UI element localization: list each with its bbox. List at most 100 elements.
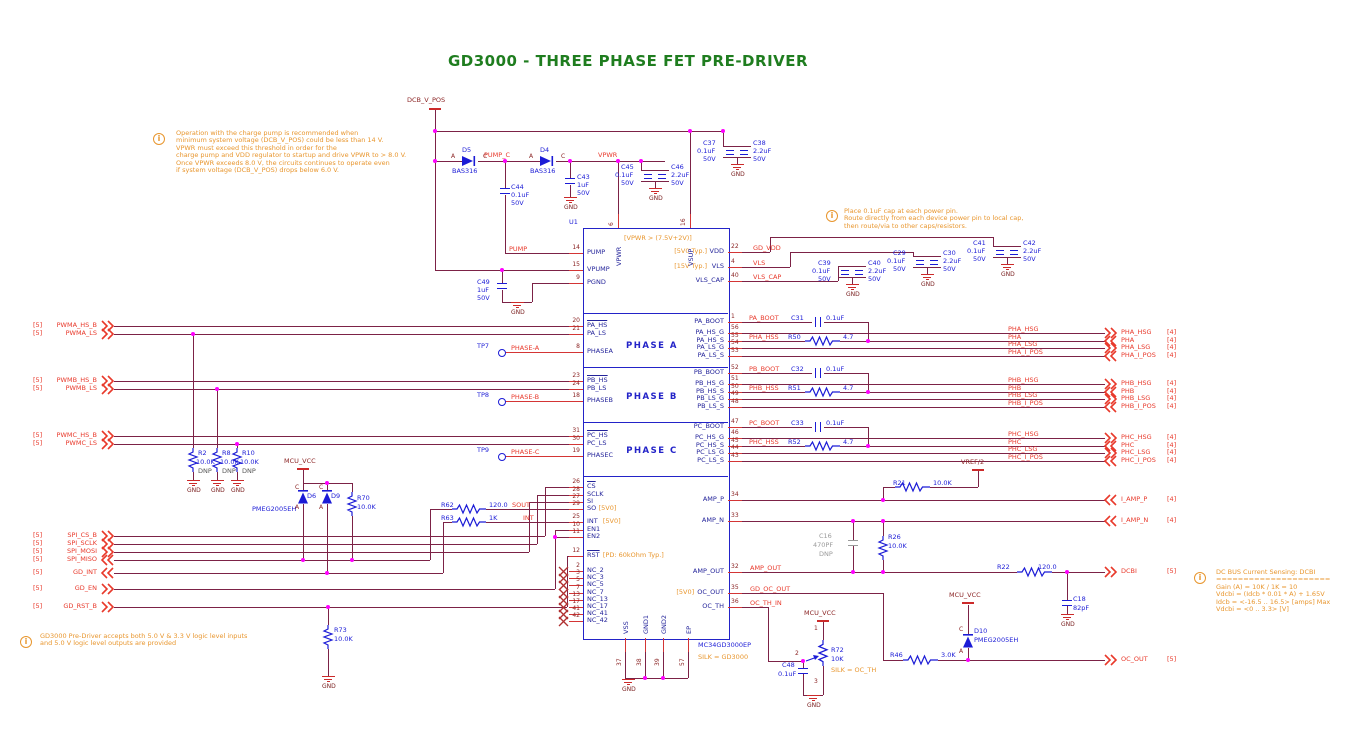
testpoint[interactable] — [498, 398, 506, 406]
ic-pin[interactable] — [569, 529, 583, 531]
port-phb_hsg[interactable]: PHB_HSG — [1121, 379, 1152, 387]
ic-pin[interactable] — [662, 638, 664, 652]
capacitor[interactable] — [996, 250, 1004, 252]
capacitor[interactable] — [497, 283, 507, 285]
testpoint[interactable] — [498, 349, 506, 357]
ic-pin[interactable] — [728, 445, 742, 447]
ic-pin[interactable] — [728, 280, 742, 282]
ic-pin[interactable] — [728, 426, 742, 428]
port-pha[interactable]: PHA — [1121, 336, 1135, 344]
capacitor[interactable] — [815, 317, 817, 327]
ic-pin[interactable] — [728, 406, 742, 408]
ic-pin[interactable] — [569, 486, 583, 488]
chevron-right-icon[interactable] — [101, 375, 115, 387]
capacitor[interactable] — [500, 188, 510, 190]
ic-pin[interactable] — [569, 577, 583, 579]
ic-pin[interactable] — [569, 325, 583, 327]
port-spi_miso[interactable]: SPI_MISO — [67, 555, 97, 563]
ic-pin[interactable] — [728, 398, 742, 400]
chevron-right-icon[interactable] — [101, 583, 115, 595]
ic-pin[interactable] — [728, 355, 742, 357]
capacitor[interactable] — [1062, 600, 1072, 602]
ic-pin[interactable] — [644, 638, 646, 652]
capacitor-pair[interactable] — [913, 256, 941, 257]
port-pha_hsg[interactable]: PHA_HSG — [1121, 328, 1152, 336]
chevron-left-icon[interactable] — [1103, 440, 1117, 452]
ic-pin[interactable] — [569, 592, 583, 594]
capacitor[interactable] — [740, 153, 748, 155]
resistor[interactable] — [187, 448, 199, 472]
ic-pin[interactable] — [569, 388, 583, 390]
ic-pin[interactable] — [569, 400, 583, 402]
ic-pin[interactable] — [728, 321, 742, 323]
ic-pin[interactable] — [728, 391, 742, 393]
chevron-right-icon[interactable] — [1104, 327, 1118, 339]
port-pwma_ls[interactable]: PWMA_LS — [65, 329, 97, 337]
diode-icon[interactable] — [962, 634, 974, 649]
capacitor[interactable] — [726, 150, 734, 152]
ic-pin[interactable] — [569, 501, 583, 503]
capacitor[interactable] — [1010, 250, 1018, 252]
capacitor[interactable] — [644, 177, 652, 179]
chevron-right-icon[interactable] — [1104, 447, 1118, 459]
ic-pin[interactable] — [569, 380, 583, 382]
capacitor[interactable] — [930, 260, 938, 262]
chevron-left-icon[interactable] — [1103, 455, 1117, 467]
port-i_amp_p[interactable]: I_AMP_P — [1121, 495, 1148, 503]
capacitor[interactable] — [820, 422, 822, 432]
capacitor-pair[interactable] — [641, 170, 669, 171]
ic-pin[interactable] — [569, 620, 583, 622]
ic-pin[interactable] — [569, 555, 583, 557]
ic-pin[interactable] — [728, 499, 742, 501]
capacitor[interactable] — [996, 253, 1004, 255]
port-gd_int[interactable]: GD_INT — [72, 568, 97, 576]
port-pwmc_ls[interactable]: PWMC_LS — [65, 439, 98, 447]
ic-pin[interactable] — [569, 435, 583, 437]
ic-pin[interactable] — [569, 455, 583, 457]
chevron-left-icon[interactable] — [1103, 386, 1117, 398]
ic-pin[interactable] — [728, 592, 742, 594]
resistor[interactable] — [877, 536, 889, 560]
resistor[interactable] — [231, 448, 243, 472]
ic-pin[interactable] — [689, 214, 691, 228]
resistor[interactable] — [322, 625, 334, 649]
ic-pin[interactable] — [728, 437, 742, 439]
resistor[interactable] — [805, 335, 840, 347]
chevron-right-icon[interactable] — [101, 530, 115, 542]
ic-pin[interactable] — [728, 571, 742, 573]
port-spi_mosi[interactable]: SPI_MOSI — [67, 547, 97, 555]
chevron-right-icon[interactable] — [1104, 654, 1118, 666]
port-phc_lsg[interactable]: PHC_LSG — [1121, 448, 1151, 456]
resistor[interactable] — [903, 654, 938, 666]
port-i_amp_n[interactable]: I_AMP_N — [1121, 516, 1149, 524]
chevron-right-icon[interactable] — [101, 438, 115, 450]
chevron-right-icon[interactable] — [1104, 393, 1118, 405]
capacitor[interactable] — [565, 178, 575, 180]
capacitor[interactable] — [798, 673, 808, 675]
diode-icon[interactable] — [462, 155, 478, 167]
resistor[interactable] — [805, 386, 840, 398]
capacitor[interactable] — [855, 270, 863, 272]
capacitor[interactable] — [798, 668, 808, 670]
port-pha_lsg[interactable]: PHA_LSG — [1121, 343, 1151, 351]
capacitor-pair[interactable] — [723, 146, 751, 147]
ic-pin[interactable] — [728, 266, 742, 268]
ic-pin[interactable] — [569, 333, 583, 335]
chevron-left-icon[interactable] — [100, 554, 114, 566]
capacitor[interactable] — [855, 273, 863, 275]
resistor[interactable] — [211, 448, 223, 472]
ic-pin[interactable] — [569, 269, 583, 271]
chevron-right-icon[interactable] — [1104, 566, 1118, 578]
resistor[interactable] — [805, 440, 840, 452]
capacitor[interactable] — [916, 260, 924, 262]
ic-pin[interactable] — [728, 520, 742, 522]
port-oc_out[interactable]: OC_OUT — [1121, 655, 1148, 663]
capacitor[interactable] — [820, 368, 822, 378]
resistor[interactable] — [346, 492, 358, 516]
ic-pin[interactable] — [569, 521, 583, 523]
port-pwma_hs_b[interactable]: PWMA_HS_B — [56, 321, 97, 329]
chevron-right-icon[interactable] — [1104, 342, 1118, 354]
chevron-right-icon[interactable] — [101, 430, 115, 442]
ic-pin[interactable] — [569, 570, 583, 572]
capacitor[interactable] — [841, 273, 849, 275]
